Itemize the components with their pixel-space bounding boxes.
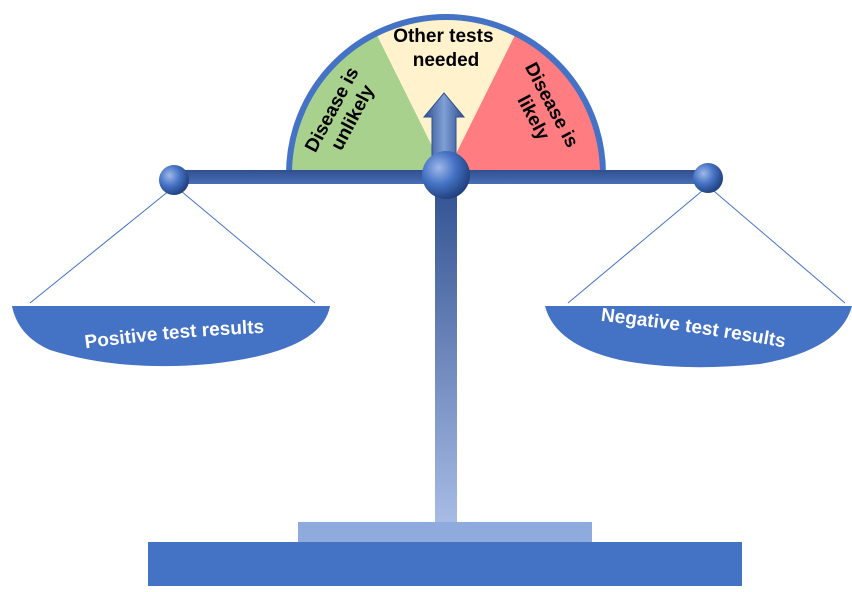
right-beam-end-ball bbox=[693, 163, 723, 193]
gauge-sector-likely bbox=[446, 33, 604, 174]
left-pan-strings bbox=[29, 185, 316, 304]
left-pan bbox=[12, 306, 330, 367]
right-pan-strings bbox=[567, 185, 846, 304]
right-pan bbox=[545, 306, 852, 368]
gauge-rim bbox=[286, 14, 606, 175]
gauge-sector-unlikely bbox=[288, 33, 446, 174]
center-pivot-ball bbox=[422, 151, 470, 199]
label-other-tests-needed: Other tests needed bbox=[393, 26, 499, 71]
left-beam-end-ball bbox=[159, 165, 189, 195]
scale-base bbox=[148, 542, 742, 586]
gauge-pointer-arrow bbox=[422, 92, 466, 161]
gauge: Disease is unlikely Other tests needed D… bbox=[286, 14, 606, 175]
scale-pole bbox=[435, 176, 457, 528]
scale-base-step bbox=[298, 522, 592, 544]
